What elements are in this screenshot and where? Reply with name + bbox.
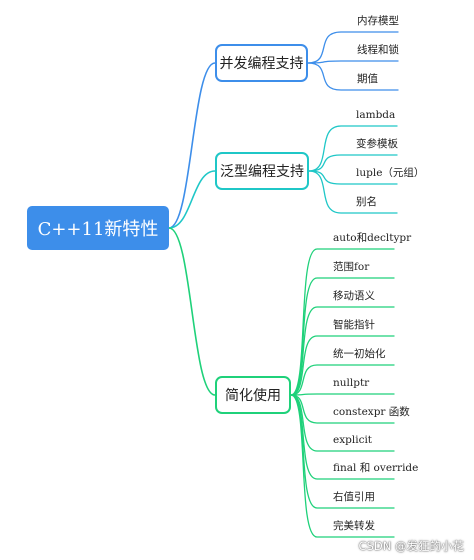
branch-simplify[interactable]: 简化使用 (215, 376, 291, 414)
leaf-rvalue-reference[interactable]: 右值引用 (333, 491, 375, 503)
branch-concurrency[interactable]: 并发编程支持 (215, 44, 308, 82)
root-node[interactable]: C++11新特性 (27, 206, 169, 250)
watermark: CSDN @发狂的小花 (358, 539, 464, 553)
branch-generic[interactable]: 泛型编程支持 (215, 152, 309, 190)
leaf-tuple[interactable]: luple（元组） (356, 167, 425, 179)
leaf-alias[interactable]: 别名 (356, 196, 377, 208)
leaf-smart-pointers[interactable]: 智能指针 (333, 319, 375, 331)
leaf-auto-decltype[interactable]: auto和decltypr (333, 232, 412, 244)
leaf-move-semantics[interactable]: 移动语义 (333, 290, 375, 302)
leaf-futures[interactable]: 期值 (357, 73, 378, 85)
leaf-variadic-templates[interactable]: 变参模板 (356, 138, 398, 150)
leaf-explicit[interactable]: explicit (333, 434, 373, 446)
leaf-final-override[interactable]: final 和 override (333, 462, 419, 474)
leaf-perfect-forwarding[interactable]: 完美转发 (333, 520, 375, 532)
leaf-threads-locks[interactable]: 线程和锁 (357, 44, 399, 56)
leaf-uniform-init[interactable]: 统一初始化 (333, 348, 386, 360)
leaf-lambda[interactable]: lambda (356, 109, 396, 121)
leaf-nullptr[interactable]: nullptr (333, 377, 370, 389)
leaf-range-for[interactable]: 范围for (333, 261, 370, 273)
leaf-memory-model[interactable]: 内存模型 (357, 15, 399, 27)
leaf-constexpr[interactable]: constexpr 函数 (333, 406, 410, 418)
